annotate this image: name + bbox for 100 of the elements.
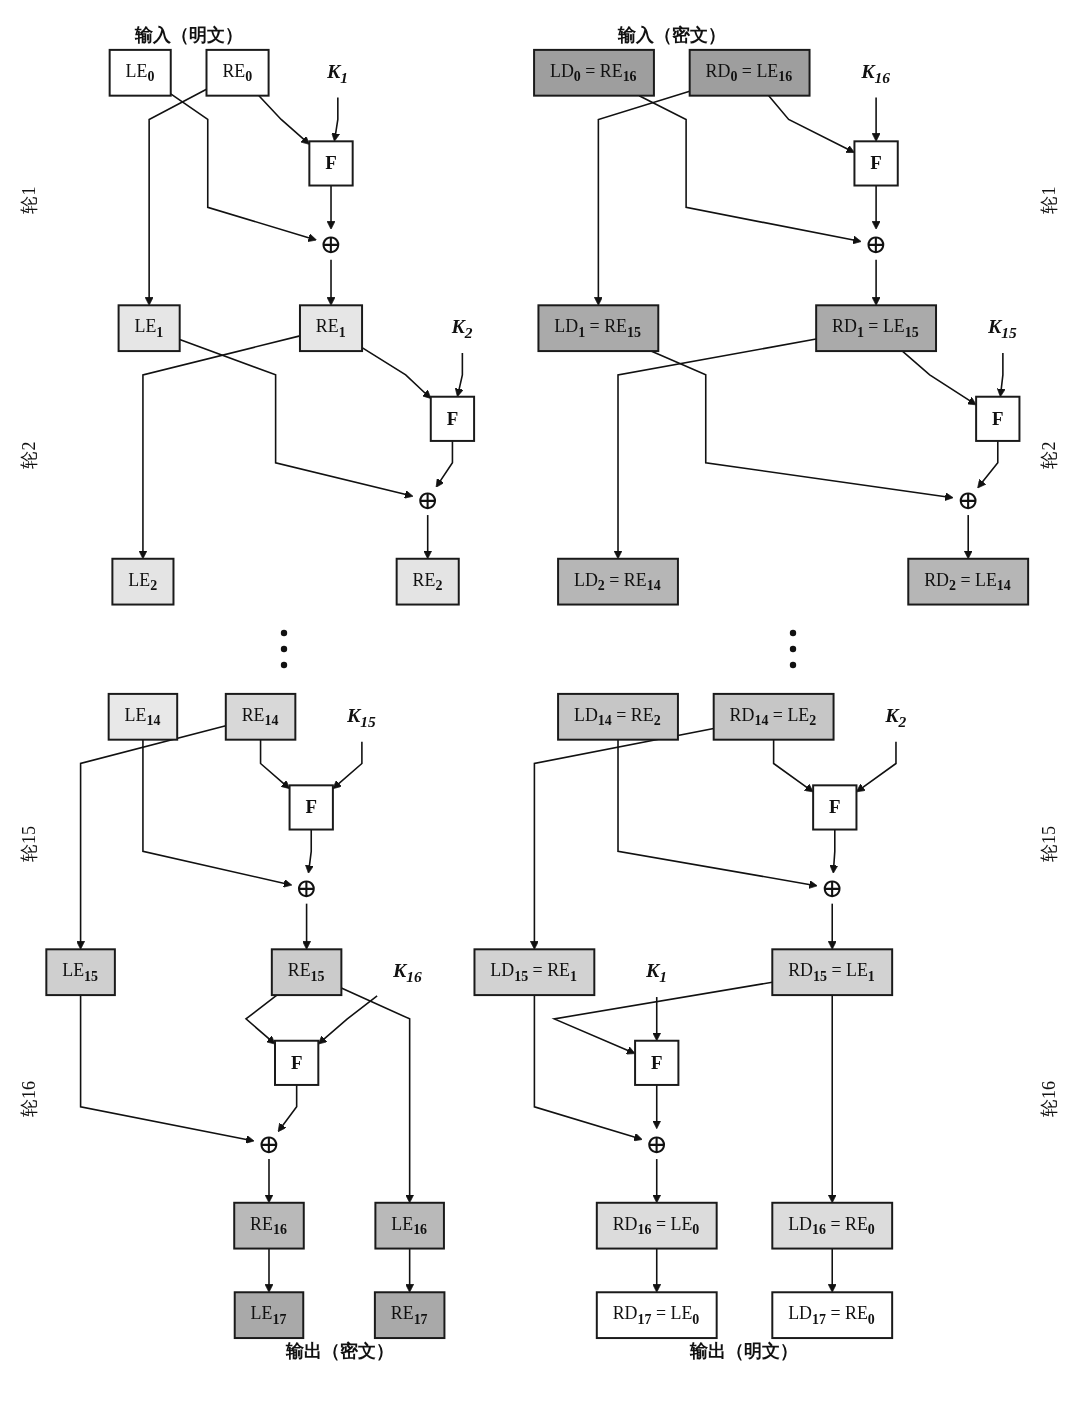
- arrow: [79, 994, 255, 1144]
- arrow: [244, 994, 278, 1045]
- round-label: 轮1: [20, 186, 41, 214]
- node-box: F: [853, 140, 899, 187]
- arrow: [772, 738, 814, 793]
- arrow: [258, 94, 310, 145]
- node-box: LD$_{1}$ = RE$_{15}$: [537, 304, 660, 353]
- node-box: RE$_{17}$: [373, 1291, 446, 1340]
- arrow: [652, 996, 662, 1042]
- arrow: [259, 738, 290, 790]
- arrow: [652, 1247, 662, 1293]
- arrow: [827, 902, 837, 950]
- node-box: F: [308, 140, 354, 187]
- node-box: LE$_{14}$: [107, 692, 179, 741]
- node-box: F: [634, 1039, 680, 1086]
- node-text: K$_{2}$: [885, 703, 907, 730]
- arrow: [963, 514, 973, 560]
- arrow: [856, 740, 897, 793]
- node-text: ⊕: [257, 1128, 281, 1159]
- arrow: [901, 350, 977, 406]
- arrow: [331, 96, 340, 142]
- arrow: [617, 738, 818, 889]
- arrow: [142, 738, 293, 888]
- arrow: [827, 994, 837, 1204]
- node-box: RD$_{15}$ = LE$_{1}$: [771, 948, 894, 997]
- node-box: LD$_{0}$ = RE$_{16}$: [533, 48, 655, 97]
- node-box: LD$_{14}$ = RE$_{2}$: [557, 692, 679, 741]
- round-label: 轮16: [1039, 1080, 1060, 1117]
- arrow: [871, 96, 881, 142]
- node-box: F: [812, 784, 858, 831]
- node-box: LD$_{2}$ = RE$_{14}$: [557, 557, 679, 606]
- arrow: [277, 1084, 298, 1133]
- node-box: RD$_{14}$ = LE$_{2}$: [712, 692, 835, 741]
- arrow: [264, 1158, 274, 1204]
- round-label: 轮15: [20, 826, 41, 863]
- node-box: RE$_{1}$: [298, 304, 364, 353]
- arrow: [326, 258, 336, 306]
- output-caption: 输出（密文）: [285, 1342, 394, 1362]
- node-box: RD$_{0}$ = LE$_{16}$: [688, 48, 811, 97]
- node-text: ⊕: [645, 1128, 668, 1159]
- round-label: 轮2: [1039, 441, 1060, 469]
- node-box: RE$_{16}$: [233, 1201, 305, 1250]
- arrow: [652, 1158, 662, 1204]
- input-caption: 输入（明文）: [135, 25, 244, 46]
- arrow: [332, 740, 363, 790]
- arrow: [454, 352, 464, 398]
- output-caption: 输出（明文）: [690, 1342, 799, 1362]
- node-text: ⊕: [416, 484, 439, 515]
- node-box: F: [274, 1039, 320, 1086]
- node-text: K$_{1}$: [645, 959, 667, 986]
- input-caption: 输入（密文）: [617, 25, 726, 46]
- node-box: F: [429, 395, 476, 442]
- node-box: F: [288, 784, 334, 831]
- arrow: [264, 1247, 274, 1293]
- arrow: [977, 440, 999, 489]
- arrow: [638, 94, 862, 245]
- node-box: RE$_{14}$: [224, 692, 297, 741]
- arrow: [829, 828, 839, 874]
- arrow: [871, 258, 881, 306]
- node-box: RE$_{2}$: [395, 557, 460, 606]
- round-label: 轮2: [20, 441, 41, 469]
- arrow: [996, 352, 1006, 398]
- node-box: LD$_{16}$ = RE$_{0}$: [771, 1201, 894, 1250]
- node-box: LE$_{0}$: [108, 48, 172, 97]
- node-box: LE$_{17}$: [233, 1291, 305, 1340]
- node-box: RD$_{2}$ = LE$_{14}$: [907, 557, 1030, 606]
- node-text: ⊕: [319, 229, 343, 260]
- node-box: RE$_{15}$: [270, 948, 343, 997]
- node-text: K$_{15}$: [346, 703, 376, 730]
- arrow: [326, 184, 336, 230]
- arrow: [827, 1247, 837, 1293]
- node-text: ⊕: [864, 229, 888, 260]
- round-label: 轮16: [20, 1080, 41, 1117]
- arrow: [650, 350, 954, 501]
- node-text: K$_{16}$: [861, 59, 890, 86]
- node-box: LD$_{17}$ = RE$_{0}$: [771, 1291, 894, 1340]
- node-box: RD$_{17}$ = LE$_{0}$: [595, 1291, 718, 1340]
- round-label: 轮15: [1039, 826, 1060, 863]
- node-text: ⊕: [295, 873, 318, 904]
- node-box: RD$_{1}$ = LE$_{15}$: [815, 304, 938, 353]
- node-box: LD$_{15}$ = RE$_{1}$: [473, 948, 596, 997]
- arrow: [767, 94, 855, 153]
- node-box: LE$_{2}$: [111, 557, 175, 606]
- node-text: K$_{16}$: [393, 959, 422, 986]
- node-text: K$_{15}$: [987, 315, 1017, 342]
- node-text: ⊕: [820, 873, 844, 904]
- arrow: [405, 1247, 415, 1293]
- arrow: [305, 828, 314, 874]
- arrow: [613, 338, 817, 560]
- node-text: ⊕: [956, 484, 980, 515]
- arrow: [871, 184, 881, 230]
- node-box: RE$_{0}$: [205, 48, 270, 97]
- arrow: [435, 440, 454, 488]
- node-box: LE$_{16}$: [374, 1201, 445, 1250]
- arrow: [533, 994, 643, 1142]
- node-box: RD$_{16}$ = LE$_{0}$: [595, 1201, 718, 1250]
- node-text: K$_{1}$: [327, 59, 349, 86]
- node-box: LE$_{15}$: [45, 948, 116, 997]
- arrow: [652, 1084, 662, 1130]
- node-box: LE$_{1}$: [117, 304, 181, 353]
